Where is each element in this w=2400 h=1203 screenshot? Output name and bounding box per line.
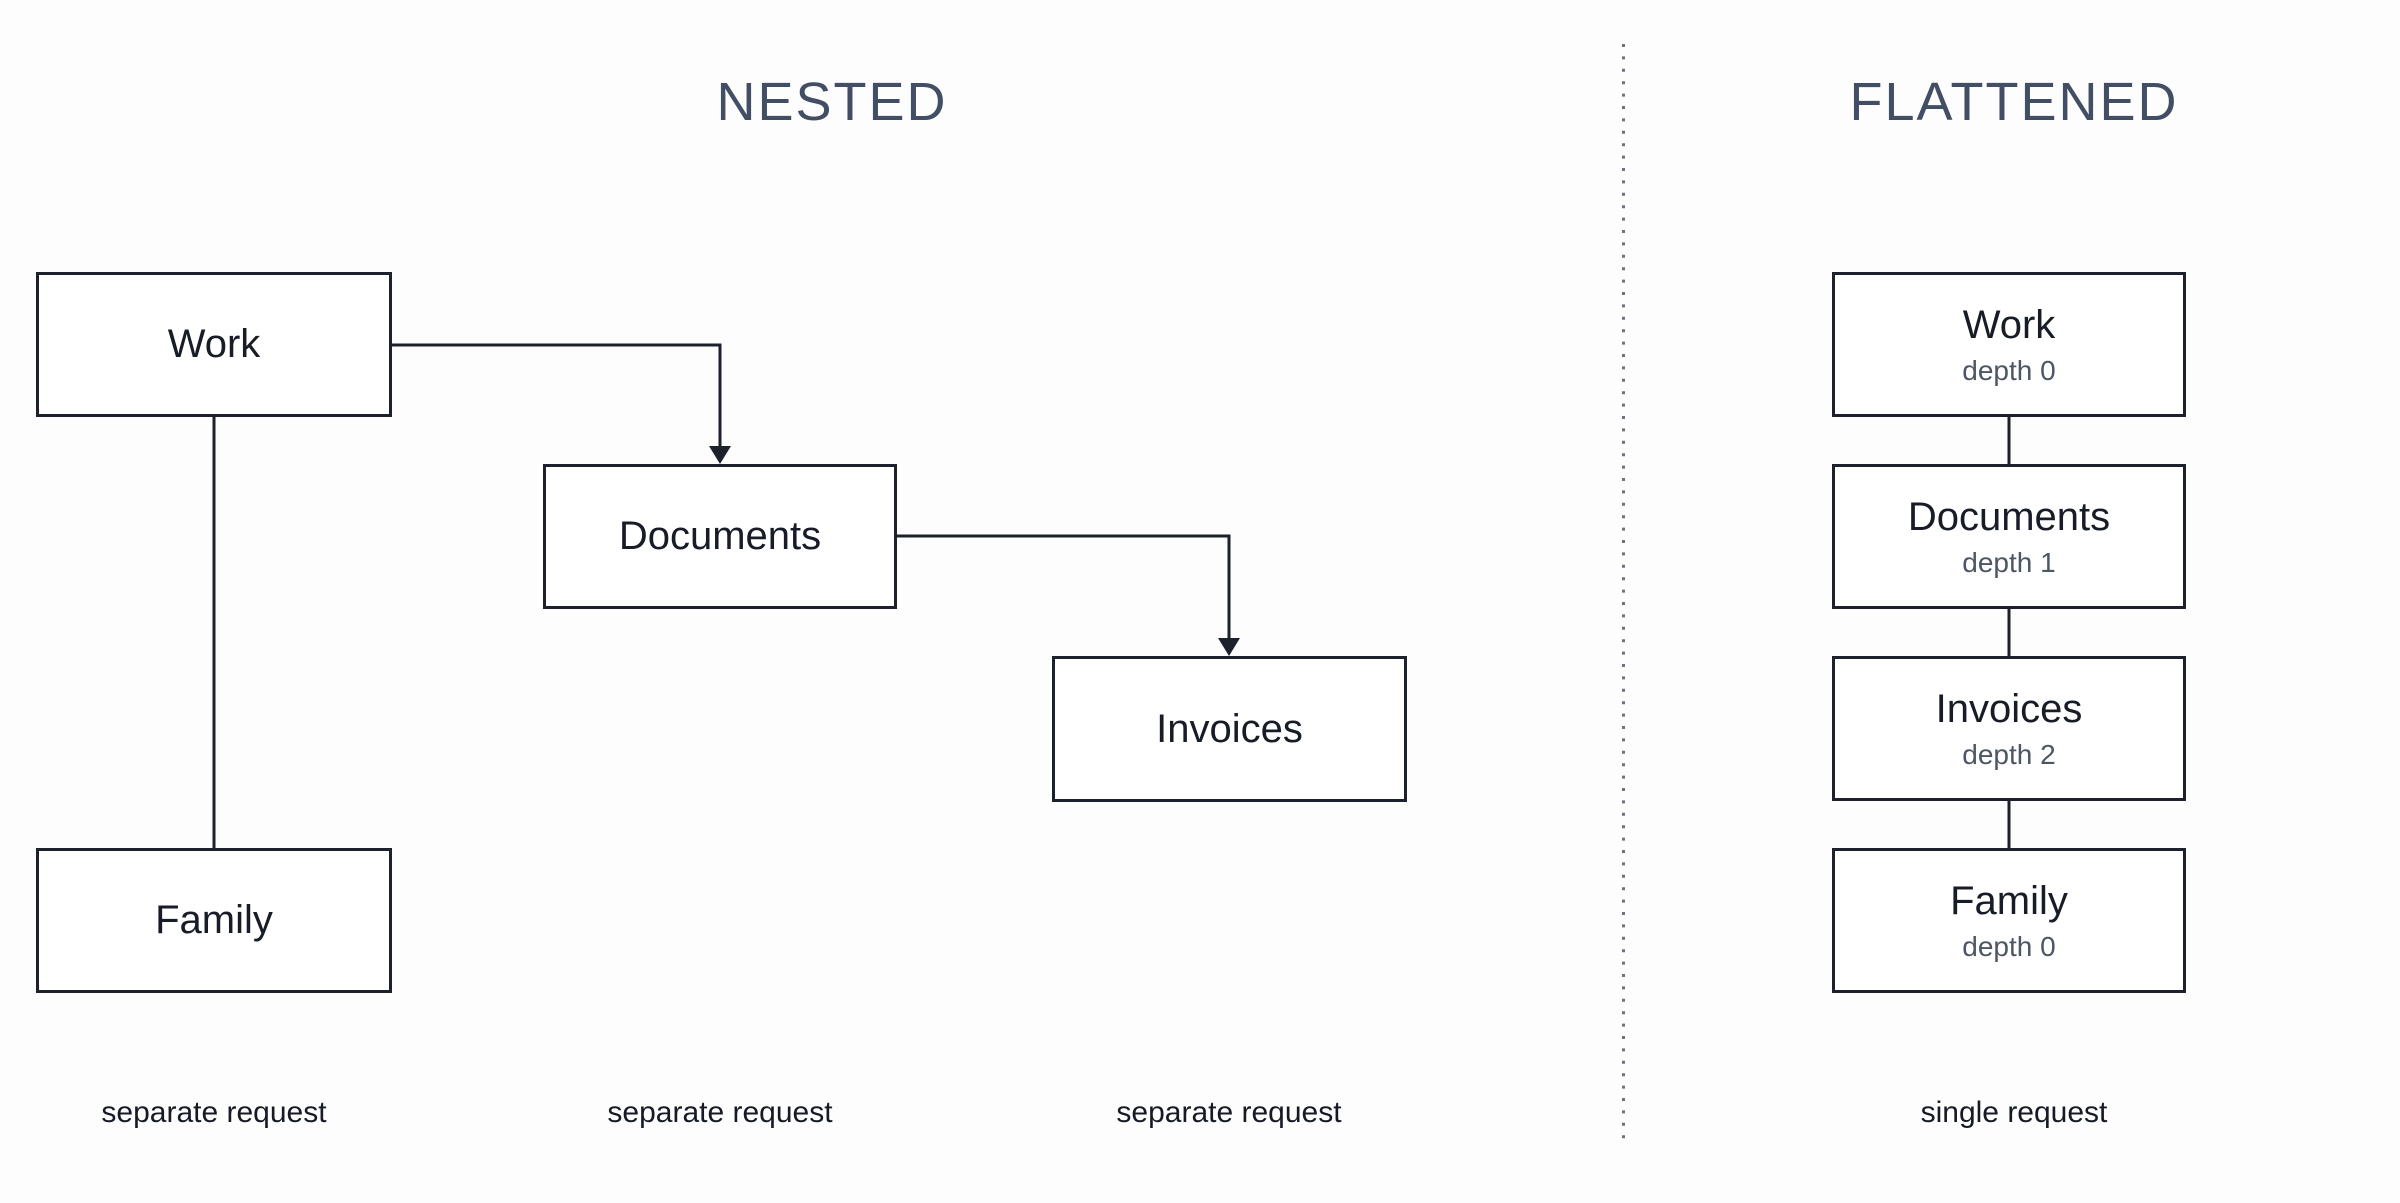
flattened-node-invoices: Invoices depth 2: [1832, 656, 2186, 801]
flattened-node-work-label: Work: [1962, 302, 2056, 347]
arrowhead-documents-icon: [709, 446, 731, 464]
nested-node-invoices-label: Invoices: [1156, 706, 1303, 751]
caption-separate-request-3: separate request: [1116, 1096, 1342, 1129]
flattened-node-invoices-depth: depth 2: [1962, 738, 2056, 770]
arrowhead-invoices-icon: [1218, 638, 1240, 656]
flattened-node-family-label: Family: [1950, 878, 2068, 923]
flattened-node-documents-label: Documents: [1907, 494, 2111, 539]
connector-documents-invoices: [897, 534, 1231, 640]
caption-single-request: single request: [1920, 1096, 2108, 1129]
flattened-node-work-depth: depth 0: [1962, 354, 2056, 386]
nested-node-work-label: Work: [167, 322, 261, 366]
nested-node-documents-label: Documents: [618, 514, 822, 558]
flattened-node-family-depth: depth 0: [1962, 930, 2056, 962]
connector-work-documents: [392, 343, 722, 448]
flattened-node-family: Family depth 0: [1832, 848, 2186, 993]
caption-separate-request-1: separate request: [101, 1096, 327, 1129]
nested-node-documents: Documents: [543, 464, 897, 609]
flattened-node-invoices-label: Invoices: [1935, 686, 2083, 731]
nested-node-work: Work: [36, 272, 392, 417]
flattened-title: FLATTENED: [1849, 72, 2179, 132]
nested-node-invoices: Invoices: [1052, 656, 1407, 802]
flattened-node-documents-depth: depth 1: [1962, 546, 2056, 578]
nested-title: NESTED: [716, 72, 948, 132]
nested-node-family: Family: [36, 848, 392, 993]
flattened-node-work: Work depth 0: [1832, 272, 2186, 417]
nested-node-family-label: Family: [155, 898, 273, 942]
flattened-node-documents: Documents depth 1: [1832, 464, 2186, 609]
caption-separate-request-2: separate request: [607, 1096, 833, 1129]
